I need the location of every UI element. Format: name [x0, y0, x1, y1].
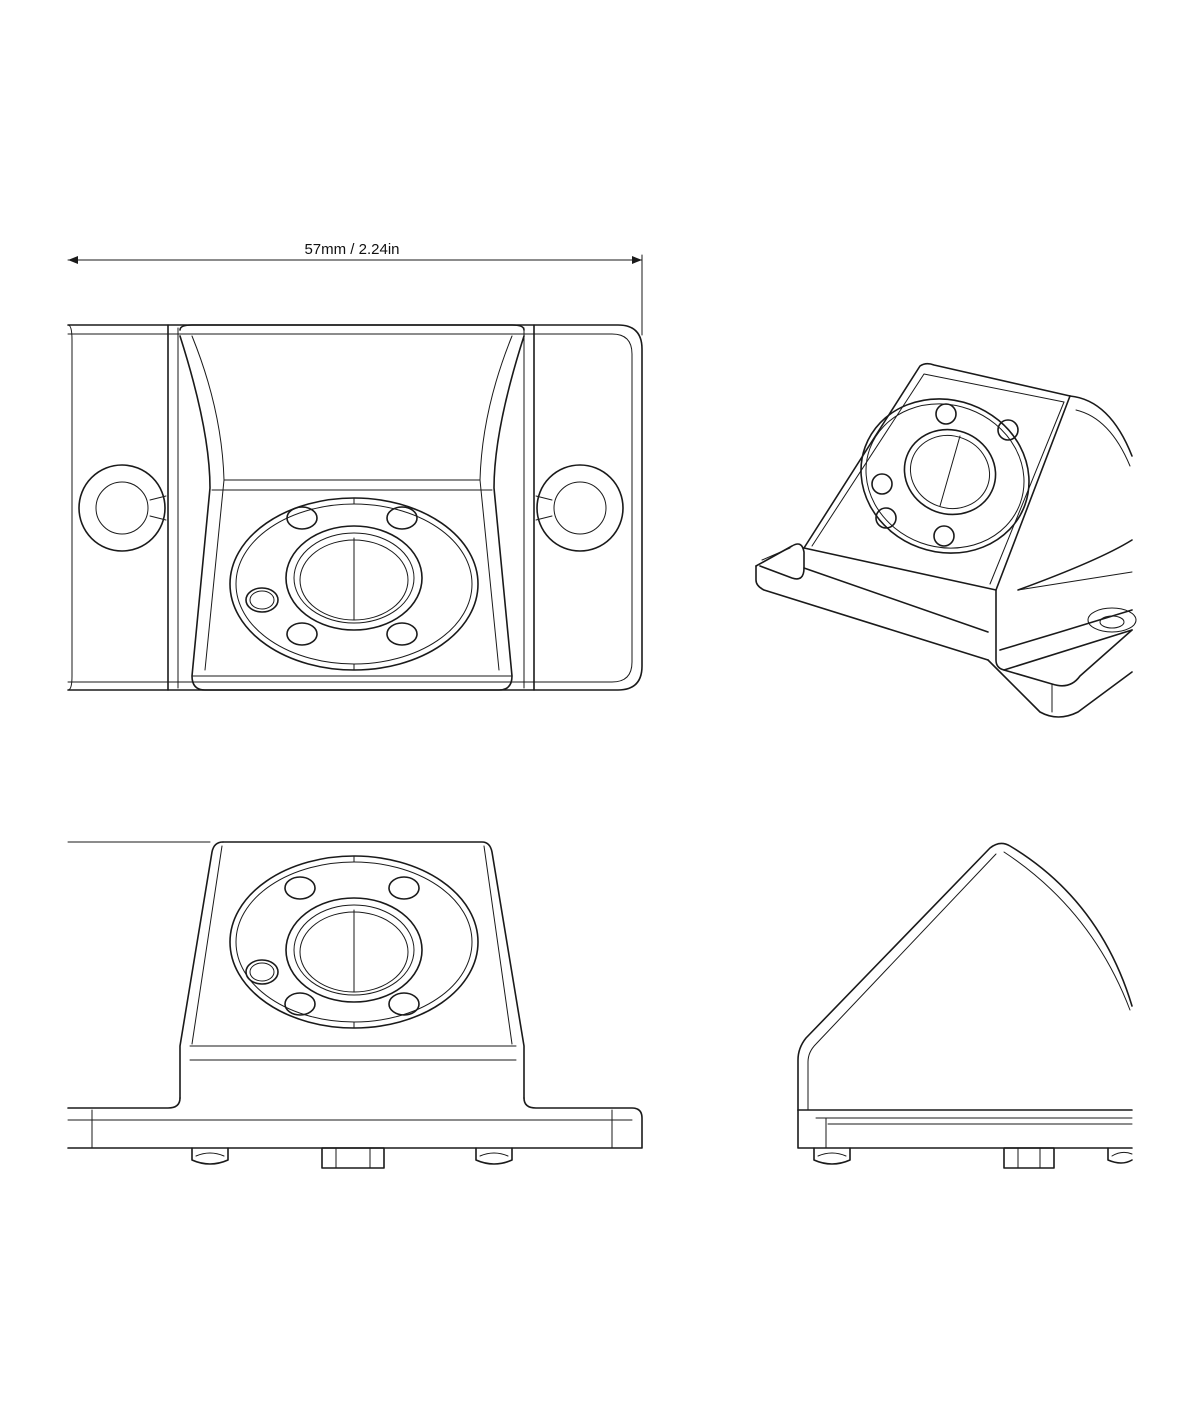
- side-view: [797, 842, 1133, 1169]
- width-dimension: 57mm / 2.24in: [67, 241, 643, 336]
- front-view: [67, 841, 643, 1169]
- top-view: [67, 324, 643, 691]
- width-dimension-label: 57mm / 2.24in: [304, 241, 399, 258]
- isometric-view: [755, 362, 1137, 718]
